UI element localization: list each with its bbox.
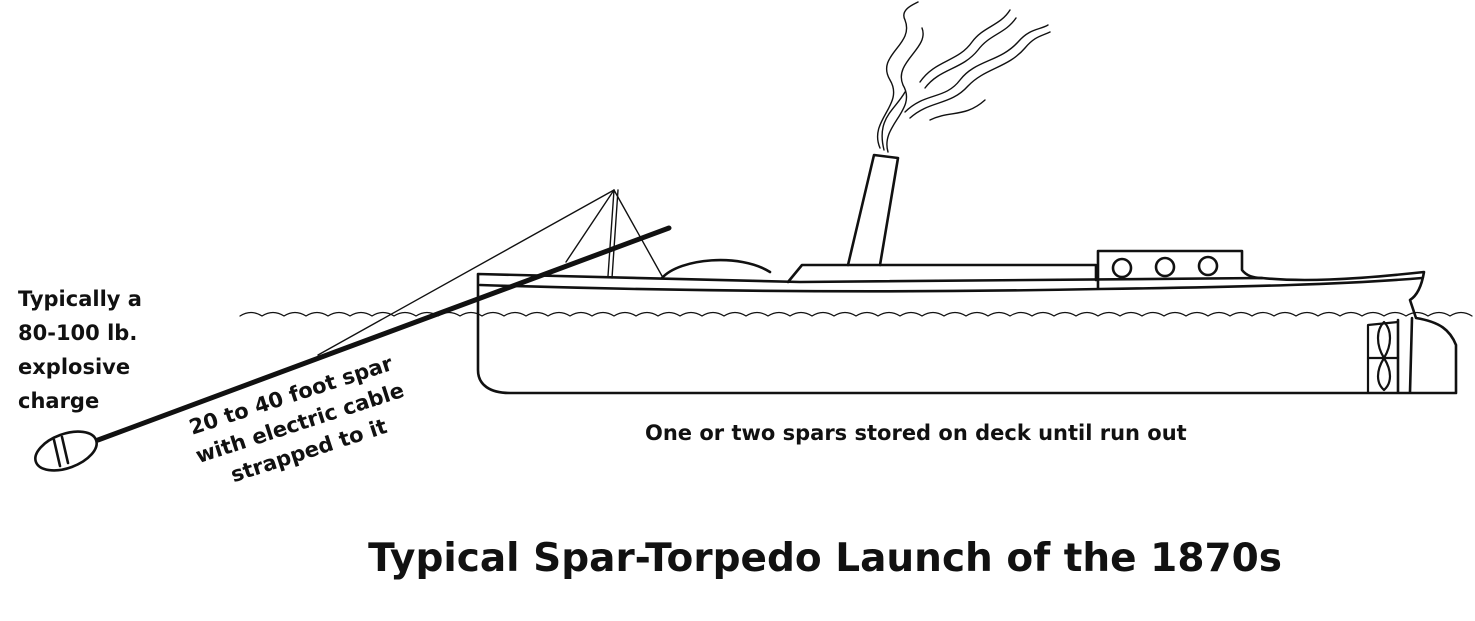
deckhouse	[786, 263, 1098, 284]
hull	[476, 270, 1458, 395]
aft-cabin	[1096, 249, 1264, 290]
spar-pole	[95, 225, 672, 443]
waterline-icon	[239, 311, 1473, 317]
propeller-icon	[1366, 320, 1400, 394]
charge-note-line: Typically a	[18, 287, 142, 311]
charge-note-line: explosive	[18, 355, 131, 379]
torpedo-charge-icon	[34, 430, 98, 472]
storage-note: One or two spars stored on deck until ru…	[645, 421, 1187, 445]
charge-note-line: charge	[18, 389, 100, 413]
forward-hatch	[660, 258, 772, 280]
smoke-plume-icon	[877, 1, 1051, 153]
portholes-icon	[1111, 255, 1219, 279]
charge-note: Typically a 80-100 lb. explosive charge	[18, 282, 142, 418]
diagram-title: Typical Spar-Torpedo Launch of the 1870s	[368, 536, 1282, 581]
smokestack-icon	[846, 153, 900, 267]
spar-rigging	[317, 189, 663, 356]
charge-note-line: 80-100 lb.	[18, 321, 138, 345]
